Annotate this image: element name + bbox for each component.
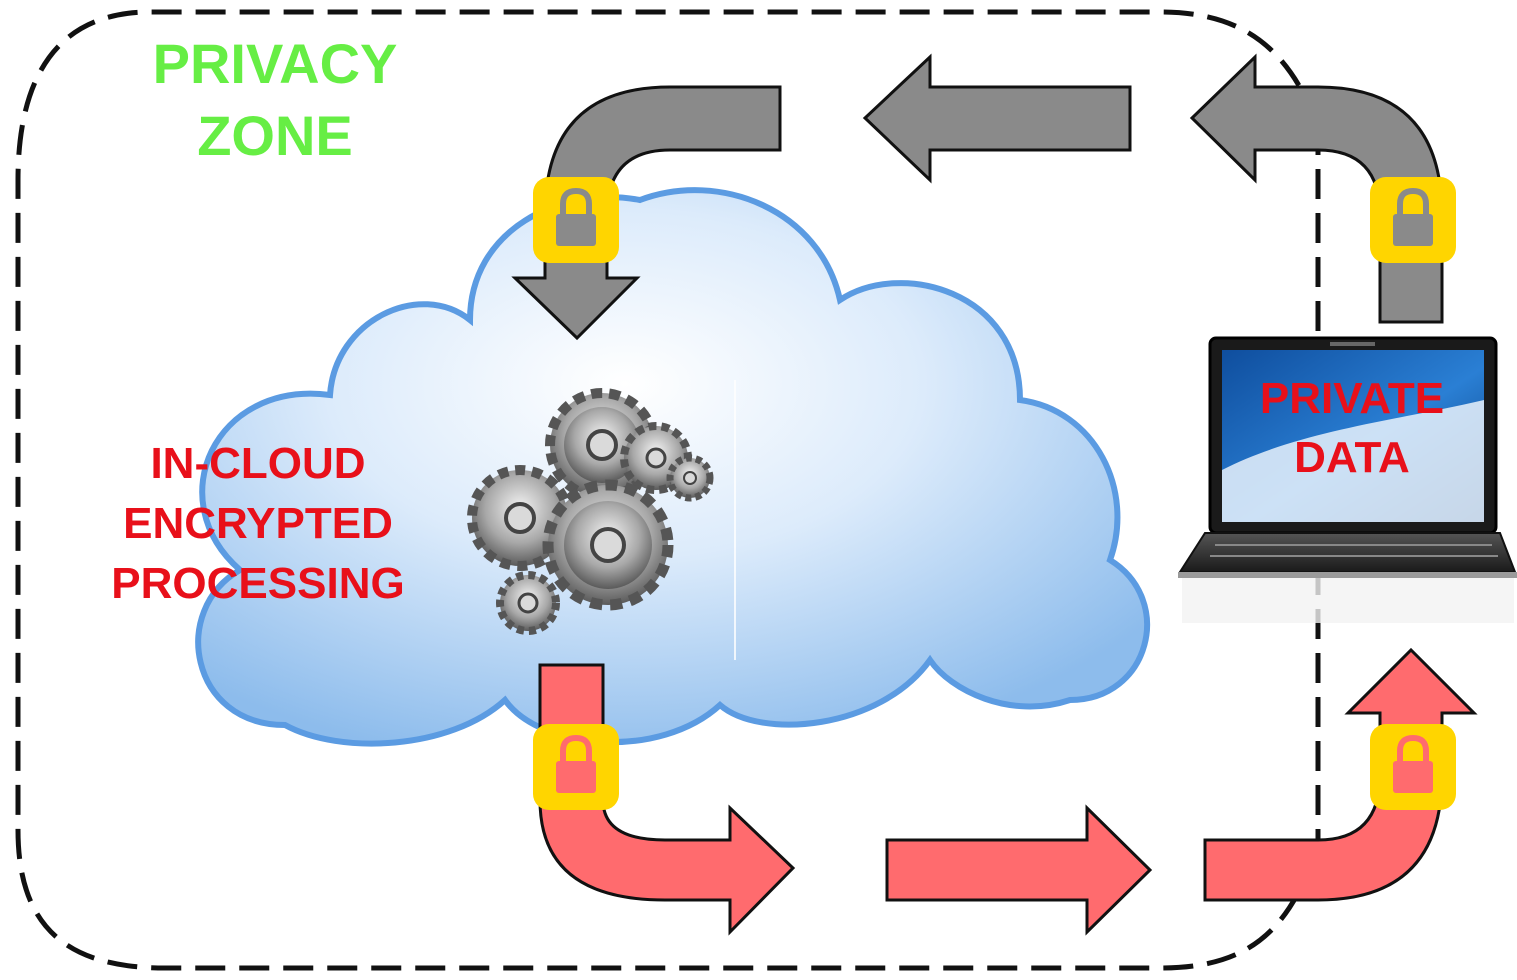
privacy-zone-title-line1: PRIVACY	[153, 32, 398, 95]
lock-icon	[533, 177, 619, 263]
cloud-label-line2: ENCRYPTED	[123, 499, 393, 548]
download-curved-arrow-left	[538, 663, 796, 936]
download-flow	[538, 647, 1478, 936]
privacy-zone-title-line2: ZONE	[197, 104, 353, 167]
cloud-label-line1: IN-CLOUD	[150, 439, 365, 488]
laptop-label-line2: DATA	[1294, 433, 1410, 482]
privacy-zone-boundary	[15, 9, 1321, 971]
download-curved-arrow-right	[1203, 647, 1478, 902]
upload-flow	[511, 53, 1444, 341]
lock-icon	[1370, 724, 1456, 810]
upload-curved-arrow-right	[1189, 53, 1444, 324]
laptop-label-line1: PRIVATE	[1260, 374, 1444, 423]
upload-straight-arrow	[862, 53, 1132, 184]
gears-icon	[467, 388, 714, 635]
laptop-icon	[1178, 336, 1517, 623]
cloud-label-line3: PROCESSING	[111, 559, 404, 608]
lock-icon	[533, 724, 619, 810]
lock-icon	[1370, 177, 1456, 263]
upload-curved-arrow-left	[511, 85, 782, 341]
download-straight-arrow	[885, 804, 1153, 936]
